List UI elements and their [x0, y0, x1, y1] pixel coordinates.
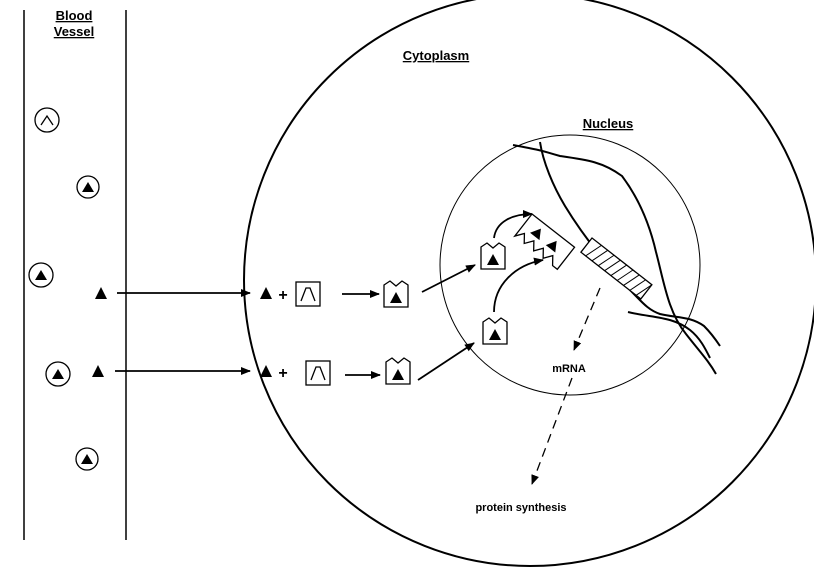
receptor-empty-1	[295, 281, 321, 307]
nuclear-entry-arrow-1	[421, 264, 476, 293]
carrier-protein-bound-3	[45, 361, 71, 387]
hormone-free-1	[95, 287, 107, 299]
receptor-empty-2	[305, 360, 331, 386]
hormone-receptor-complex-1	[383, 280, 409, 308]
hormone-cytoplasm-1	[260, 287, 272, 299]
protein-synthesis-label: protein synthesis	[475, 502, 566, 514]
translation-arrow	[531, 377, 573, 485]
transcription-arrow	[573, 287, 601, 351]
carrier-protein-bound-4	[75, 447, 99, 471]
carrier-protein-bound-1	[76, 175, 100, 199]
nucleus-label: Nucleus	[583, 116, 634, 131]
hormone-free-2	[92, 365, 104, 377]
dna-binding-arrow-1	[493, 210, 533, 239]
plus-sign-2: +	[278, 365, 287, 382]
cell-membrane	[243, 0, 814, 567]
nuclear-entry-arrow-2	[417, 342, 475, 381]
dna-bound-receptor-dimer	[513, 213, 576, 271]
target-gene-segment	[580, 237, 653, 300]
nuclear-complex-1	[480, 242, 506, 270]
dna-binding-arrow-2	[493, 257, 544, 313]
blood-vessel-label-line1: Blood	[56, 8, 93, 23]
carrier-protein-empty	[34, 107, 60, 133]
carrier-protein-bound-2	[28, 262, 54, 288]
cytoplasm-label: Cytoplasm	[403, 48, 469, 63]
dna-strand-3	[627, 311, 711, 359]
dna-strand-2	[539, 141, 721, 347]
hormone-cytoplasm-2	[260, 365, 272, 377]
dna-strand-1	[512, 144, 717, 375]
nuclear-complex-2	[482, 317, 508, 345]
hormone-receptor-complex-2	[385, 357, 411, 385]
plus-sign-1: +	[278, 287, 287, 304]
nuclear-envelope	[439, 134, 701, 396]
mrna-label: mRNA	[552, 363, 586, 375]
blood-vessel-label-line2: Vessel	[54, 24, 95, 39]
